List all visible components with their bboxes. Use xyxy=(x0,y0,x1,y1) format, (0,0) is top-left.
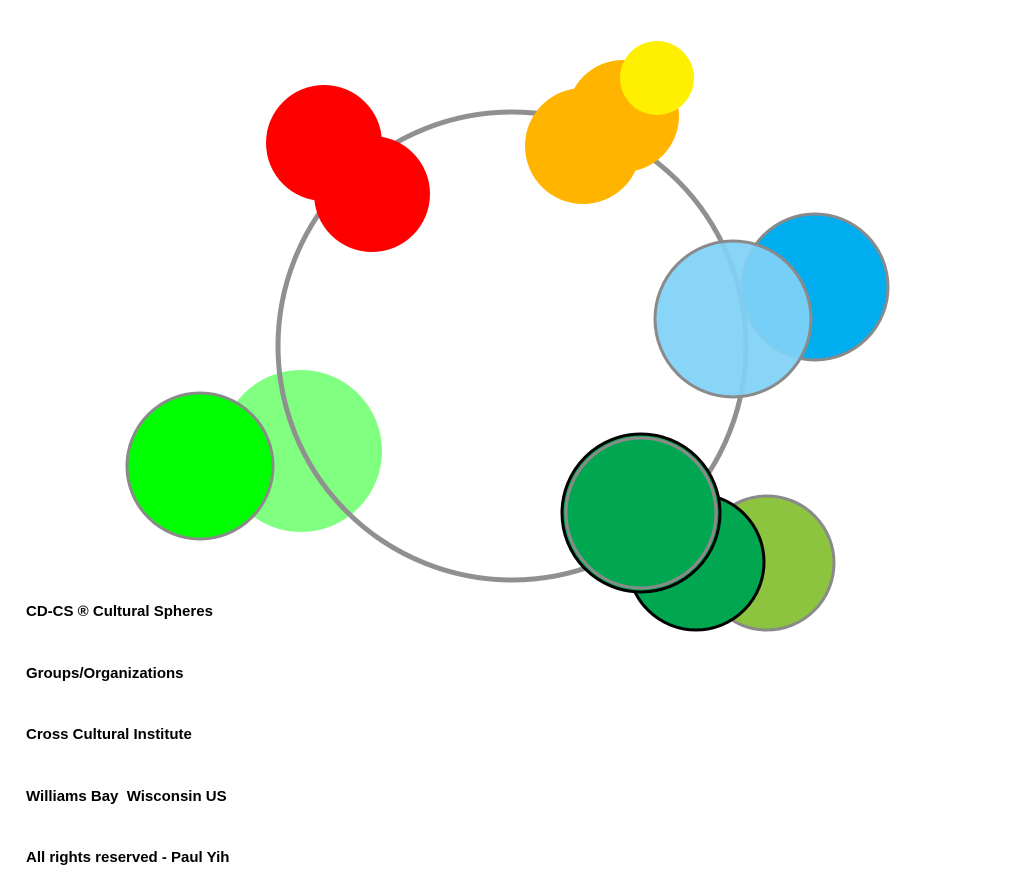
dark-green-sphere-front xyxy=(560,432,722,594)
caption-line: Williams Bay Wisconsin US xyxy=(26,787,227,805)
copyright-caption: CD-CS ® Cultural Spheres Groups/Organiza… xyxy=(26,561,229,889)
bright-green-sphere xyxy=(125,391,275,541)
caption-line: CD-CS ® Cultural Spheres xyxy=(26,603,213,620)
dark-green-sphere-inner-outline xyxy=(564,436,718,590)
caption-line: Cross Cultural Institute xyxy=(26,726,192,743)
yellow-sphere xyxy=(620,41,694,115)
caption-line: Groups/Organizations xyxy=(26,664,184,682)
orange-sphere-front xyxy=(525,88,641,204)
light-blue-sphere xyxy=(653,239,813,399)
cultural-spheres-diagram xyxy=(125,41,890,632)
red-sphere-front xyxy=(266,85,382,201)
caption-line: All rights reserved - Paul Yih xyxy=(26,849,230,866)
